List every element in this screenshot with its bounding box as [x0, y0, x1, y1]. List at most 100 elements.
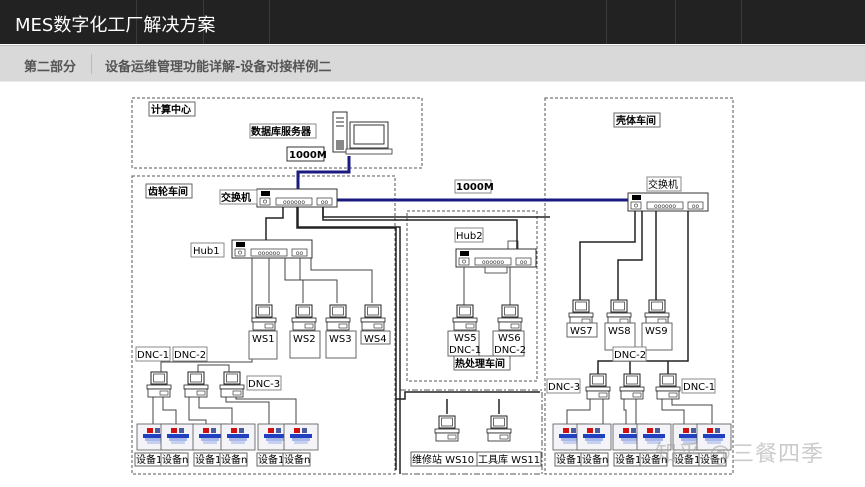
svg-text:WS4: WS4 [364, 334, 387, 345]
server-uplink [296, 156, 351, 190]
section-header: 第二部分 设备运维管理功能详解-设备对接样例二 [0, 45, 865, 82]
machine-icon [283, 423, 319, 451]
zone-label-shell-workshop: 壳体车间 [613, 112, 661, 128]
section-title: 设备运维管理功能详解-设备对接样例二 [105, 60, 332, 75]
computer-icon [251, 304, 277, 331]
svg-text:计算中心: 计算中心 [151, 103, 191, 116]
watermark: 知乎 @三餐四季 [655, 442, 824, 467]
workstation: WS7 [566, 299, 598, 338]
service-workstation-label: 维修站 WS10 [410, 451, 478, 467]
device-label: 设备1 [134, 452, 162, 467]
svg-text:热处理车间: 热处理车间 [455, 357, 505, 370]
svg-text:DNC-2: DNC-2 [174, 350, 206, 361]
svg-text:设备1: 设备1 [615, 453, 641, 466]
dnc-computer-icon [146, 371, 172, 398]
switch-right-icon [627, 192, 709, 212]
svg-text:DNC-3: DNC-3 [248, 379, 280, 390]
workstation: WS3 [325, 304, 357, 359]
computer-icon [644, 299, 670, 326]
computer-icon [360, 304, 386, 331]
database-server-icon [332, 111, 393, 155]
switch-left-label: 交换机 [219, 189, 258, 205]
dnc-label: DNC-2 [612, 346, 647, 362]
device-label: 设备1 [613, 452, 641, 467]
section-separator [91, 54, 92, 74]
computer-icon [497, 304, 523, 331]
svg-text:WS6: WS6 [498, 333, 521, 344]
device-label: 设备1 [256, 452, 284, 467]
machine-icon [220, 423, 256, 451]
hub2-icon [455, 240, 537, 274]
header-divider [203, 0, 204, 44]
svg-text:Hub2: Hub2 [456, 231, 483, 242]
hub1-icon [231, 239, 313, 259]
svg-text:设备1: 设备1 [195, 453, 221, 466]
workstation: WS4 [360, 304, 391, 345]
zone-label-gear-workshop: 齿轮车间 [145, 183, 193, 199]
dnc-label: DNC-1 [681, 378, 716, 394]
shell-dnc-wiring [566, 398, 713, 428]
svg-text:设备n: 设备n [582, 453, 608, 466]
workstation: WS1 [248, 304, 278, 360]
svg-text:WS1: WS1 [252, 334, 275, 345]
service-workstation-label: 工具库 WS11 [476, 451, 542, 467]
zone-compute-center [131, 97, 423, 169]
device-label: 设备1 [193, 452, 221, 467]
svg-text:DNC-2: DNC-2 [494, 345, 526, 356]
computer-icon [434, 415, 460, 442]
dnc-label: DNC-3 [546, 378, 581, 394]
svg-text:设备n: 设备n [162, 453, 188, 466]
computer-icon [291, 304, 317, 331]
computer-icon [452, 304, 478, 331]
trunk-lines [296, 207, 540, 470]
dnc-computer-icon [183, 371, 209, 398]
machine-icon [576, 423, 612, 451]
dnc-computer-icon [655, 373, 681, 400]
svg-text:1000M: 1000M [456, 182, 494, 193]
svg-text:WS9: WS9 [645, 326, 668, 337]
header-divider [606, 0, 607, 44]
device-label: 设备n [219, 452, 248, 467]
device-label: 设备n [698, 452, 727, 467]
zone-label-compute-center: 计算中心 [148, 101, 196, 117]
svg-text:WS3: WS3 [329, 334, 352, 345]
service-wiring [446, 399, 500, 414]
workstation: WS2 [289, 304, 321, 359]
dnc-computer-icon [619, 373, 645, 400]
app-title: MES数字化工厂解决方案 [15, 15, 216, 36]
dnc-label: DNC-2 [172, 346, 208, 362]
header-divider [741, 0, 742, 44]
svg-text:DNC-1: DNC-1 [683, 382, 715, 393]
svg-text:数据库服务器: 数据库服务器 [251, 125, 312, 138]
backbone-link-speed-label: 1000M [454, 179, 494, 194]
svg-text:维修站 WS10: 维修站 WS10 [412, 453, 474, 466]
svg-text:DNC-2: DNC-2 [614, 350, 646, 361]
svg-text:WS7: WS7 [570, 326, 593, 337]
svg-text:工具库 WS11: 工具库 WS11 [478, 453, 540, 466]
server-label: 数据库服务器 [249, 123, 317, 139]
device-label: 设备1 [554, 452, 582, 467]
workstation: WS9 [641, 299, 673, 351]
header-divider [675, 0, 676, 44]
svg-text:设备1: 设备1 [556, 453, 582, 466]
header-divider [269, 0, 270, 44]
svg-text:设备n: 设备n [700, 453, 726, 466]
device-label: 设备n [160, 452, 189, 467]
svg-text:DNC-3: DNC-3 [548, 382, 580, 393]
svg-text:WS8: WS8 [608, 326, 631, 337]
svg-text:WS2: WS2 [293, 334, 316, 345]
zone-heat-workshop [406, 210, 538, 382]
svg-text:交换机: 交换机 [221, 191, 251, 204]
zone-shell-workshop [544, 97, 734, 475]
switch-left-icon [256, 188, 338, 208]
switch-right-label: 交换机 [646, 176, 682, 192]
hub2-label: Hub2 [454, 227, 484, 243]
server-link-speed-label: 1000M [286, 146, 327, 162]
computer-icon [486, 415, 512, 442]
svg-text:壳体车间: 壳体车间 [615, 114, 656, 127]
svg-text:设备1: 设备1 [258, 453, 284, 466]
dnc-computer-icon [585, 373, 611, 400]
svg-text:设备n: 设备n [221, 453, 247, 466]
svg-text:设备n: 设备n [284, 453, 310, 466]
